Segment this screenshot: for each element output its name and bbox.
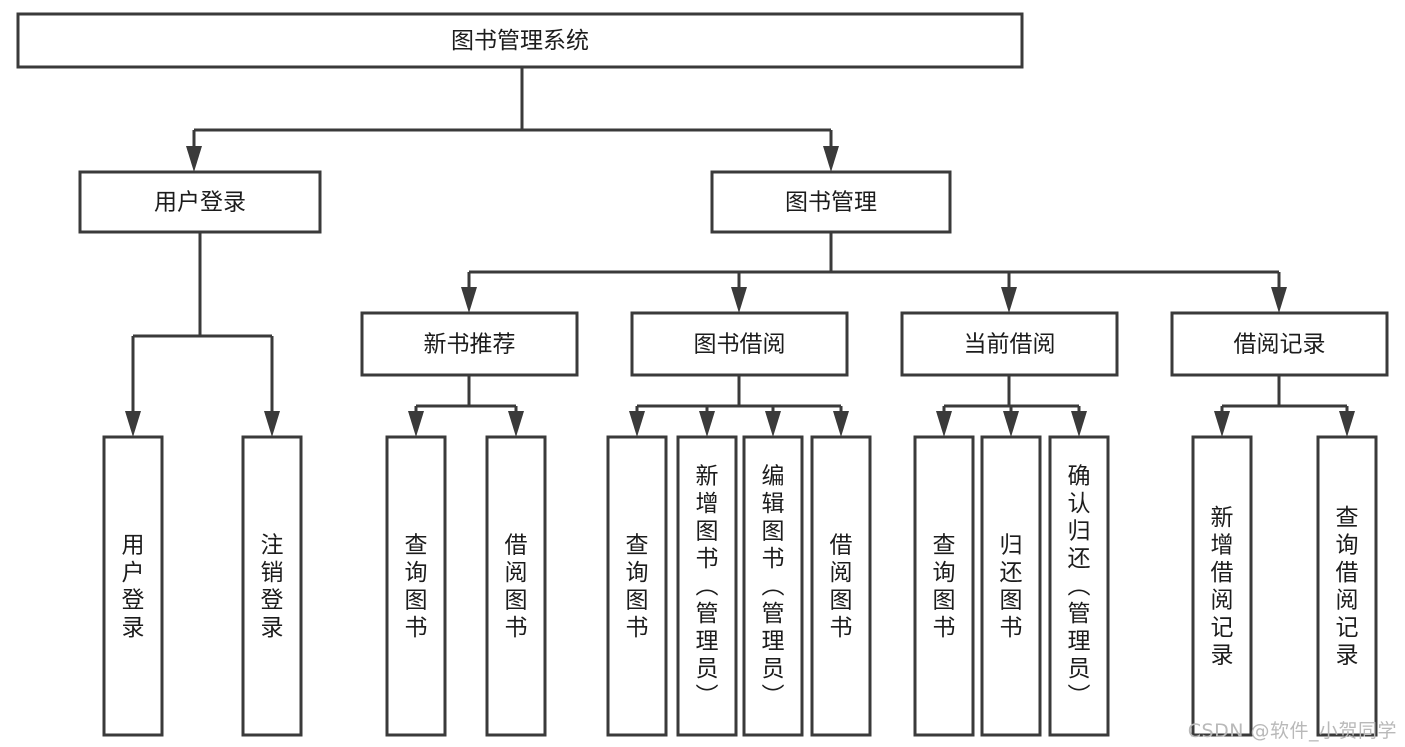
arrow-head-icon: [461, 287, 477, 313]
node-leaf-return-book[interactable]: 归还图书: [980, 435, 1042, 737]
connector-root-to-level2: [186, 67, 839, 172]
node-label: 编辑图书︵管理员︶: [762, 464, 785, 710]
node-box[interactable]: [810, 435, 872, 737]
arrow-head-icon: [731, 287, 747, 313]
node-label: 查询借阅记录: [1336, 505, 1359, 669]
node-leaf-borrow-book-1[interactable]: 借阅图书: [485, 435, 547, 737]
arrow-head-icon: [1071, 411, 1087, 437]
node-box[interactable]: [630, 311, 849, 377]
arrow-head-icon: [125, 411, 141, 437]
nodes-layer: 图书管理系统用户登录图书管理新书推荐图书借阅当前借阅借阅记录用户登录注销登录查询…: [16, 12, 1389, 737]
connector-borrow-to-leaves: [629, 375, 849, 437]
node-leaf-user-login[interactable]: 用户登录: [102, 435, 164, 737]
arrow-head-icon: [264, 411, 280, 437]
node-box[interactable]: [900, 311, 1119, 377]
node-box[interactable]: [16, 12, 1024, 69]
node-box[interactable]: [913, 435, 975, 737]
node-label: 查询图书: [626, 532, 649, 641]
node-leaf-query-book-2[interactable]: 查询图书: [606, 435, 668, 737]
node-box[interactable]: [360, 311, 579, 377]
node-box[interactable]: [1048, 435, 1110, 737]
node-label: 图书管理: [785, 190, 877, 216]
node-current-borrow[interactable]: 当前借阅: [900, 311, 1119, 377]
node-box[interactable]: [1316, 435, 1378, 737]
arrow-head-icon: [936, 411, 952, 437]
node-book-borrow[interactable]: 图书借阅: [630, 311, 849, 377]
arrow-head-icon: [823, 146, 839, 172]
node-box[interactable]: [710, 170, 952, 234]
arrow-head-icon: [833, 411, 849, 437]
node-label: 注销登录: [261, 532, 284, 641]
node-leaf-add-book[interactable]: 新增图书︵管理员︶: [676, 435, 738, 737]
node-leaf-borrow-book-2[interactable]: 借阅图书: [810, 435, 872, 737]
node-label: 图书借阅: [694, 332, 786, 358]
node-root[interactable]: 图书管理系统: [16, 12, 1024, 69]
node-user-login[interactable]: 用户登录: [78, 170, 322, 234]
node-box[interactable]: [385, 435, 447, 737]
watermark-text: CSDN @软件_小贺同学: [1187, 720, 1397, 742]
arrow-head-icon: [1339, 411, 1355, 437]
node-label: 新增图书︵管理员︶: [696, 464, 719, 710]
arrow-head-icon: [765, 411, 781, 437]
node-box[interactable]: [241, 435, 303, 737]
node-label: 确认归还︵管理员︶: [1068, 464, 1091, 710]
node-box[interactable]: [1191, 435, 1253, 737]
arrow-head-icon: [1214, 411, 1230, 437]
node-box[interactable]: [1170, 311, 1389, 377]
arrow-head-icon: [699, 411, 715, 437]
node-leaf-query-book-1[interactable]: 查询图书: [385, 435, 447, 737]
node-label: 查询图书: [933, 532, 956, 641]
node-label: 借阅图书: [505, 532, 528, 641]
node-box[interactable]: [980, 435, 1042, 737]
node-leaf-query-book-3[interactable]: 查询图书: [913, 435, 975, 737]
node-label: 借阅记录: [1234, 332, 1326, 358]
arrow-head-icon: [186, 146, 202, 172]
node-label: 新书推荐: [424, 332, 516, 358]
node-borrow-record[interactable]: 借阅记录: [1170, 311, 1389, 377]
node-label: 借阅图书: [830, 532, 853, 641]
arrow-head-icon: [408, 411, 424, 437]
node-label: 查询图书: [405, 532, 428, 641]
node-box[interactable]: [78, 170, 322, 234]
node-leaf-query-record[interactable]: 查询借阅记录: [1316, 435, 1378, 737]
connector-recommend-to-leaves: [408, 375, 524, 437]
node-label: 新增借阅记录: [1211, 505, 1234, 669]
arrow-head-icon: [1001, 287, 1017, 313]
arrow-head-icon: [1003, 411, 1019, 437]
node-box[interactable]: [676, 435, 738, 737]
node-leaf-logout[interactable]: 注销登录: [241, 435, 303, 737]
connector-userlogin-to-leaves: [125, 232, 280, 437]
node-leaf-confirm-return[interactable]: 确认归还︵管理员︶: [1048, 435, 1110, 737]
node-label: 用户登录: [122, 532, 145, 641]
arrow-head-icon: [629, 411, 645, 437]
node-label: 图书管理系统: [451, 28, 589, 54]
arrow-head-icon: [508, 411, 524, 437]
node-box[interactable]: [485, 435, 547, 737]
connectors-layer: [125, 67, 1355, 437]
connector-bookmanage-to-level3: [461, 232, 1287, 313]
node-leaf-edit-book[interactable]: 编辑图书︵管理员︶: [742, 435, 804, 737]
node-label: 用户登录: [154, 190, 246, 216]
node-box[interactable]: [102, 435, 164, 737]
node-box[interactable]: [742, 435, 804, 737]
node-label: 当前借阅: [964, 332, 1056, 358]
connector-record-to-leaves: [1214, 375, 1355, 437]
node-label: 归还图书: [1000, 532, 1023, 641]
node-new-book-recommend[interactable]: 新书推荐: [360, 311, 579, 377]
arrow-head-icon: [1271, 287, 1287, 313]
connector-current-to-leaves: [936, 375, 1087, 437]
node-box[interactable]: [606, 435, 668, 737]
node-leaf-add-record[interactable]: 新增借阅记录: [1191, 435, 1253, 737]
node-book-manage[interactable]: 图书管理: [710, 170, 952, 234]
